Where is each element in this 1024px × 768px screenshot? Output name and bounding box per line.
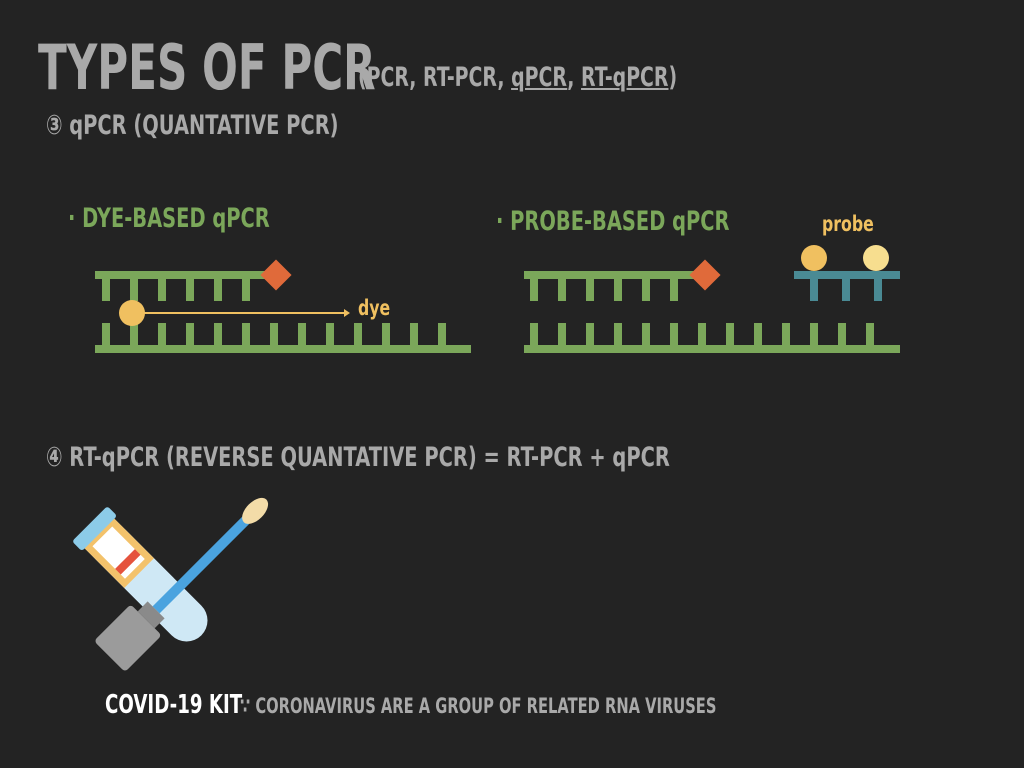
probe-quencher-dot (863, 245, 889, 271)
probe-based-heading: · PROBE-BASED qPCR (496, 206, 730, 237)
probe-orange-marker (689, 259, 721, 291)
subtitle: (PCR, RT-PCR, qPCR, RT-qPCR) (358, 62, 678, 93)
probe-reporter-dot (801, 245, 827, 271)
section-3-heading: ③ qPCR (QUANTATIVE PCR) (46, 110, 339, 141)
dye-lower-strand (95, 323, 471, 353)
probe-based-dna (524, 245, 900, 353)
probe-strand (794, 271, 900, 301)
dye-orange-marker (260, 259, 292, 291)
probe-lower-strand (524, 323, 900, 353)
section-4-heading: ④ RT-qPCR (REVERSE QUANTATIVE PCR) = RT-… (46, 442, 670, 473)
probe-label: probe (822, 212, 874, 236)
dye-based-dna (95, 259, 471, 353)
dye-pointer-arrowhead (344, 309, 350, 317)
rtqpcr-link: RT-qPCR (581, 62, 669, 93)
probe-upper-strand (524, 271, 696, 301)
qpcr-link: qPCR (511, 62, 568, 93)
dye-upper-strand (95, 271, 265, 301)
dye-molecule (119, 300, 145, 326)
slide-title: TYPES OF PCR (38, 31, 376, 104)
dye-based-heading: · DYE-BASED qPCR (68, 203, 270, 234)
covid-kit-icon (73, 497, 269, 671)
swab-icon (95, 497, 269, 671)
dye-label: dye (358, 296, 391, 320)
kit-label: COVID-19 KIT (105, 690, 243, 720)
test-tube-icon (73, 507, 208, 642)
kit-note: ∵ CORONAVIRUS ARE A GROUP OF RELATED RNA… (240, 694, 717, 718)
